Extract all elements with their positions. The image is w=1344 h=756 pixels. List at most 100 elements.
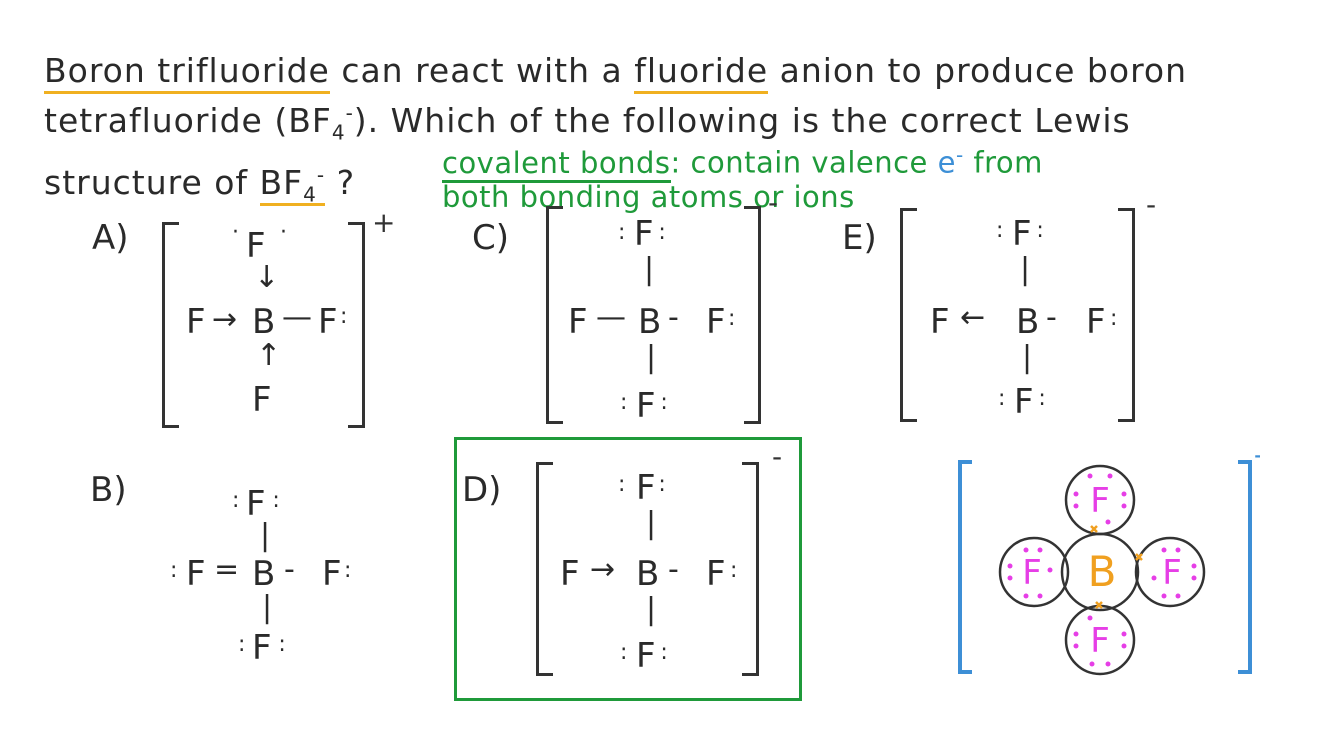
boron-electron-crosses — [1090, 525, 1143, 609]
note-fragment: : contain valence — [670, 145, 938, 180]
lone-pair-dots: : : — [238, 632, 287, 657]
right-bracket — [348, 222, 365, 428]
fluorine-atom: F — [252, 628, 272, 668]
note-term: covalent bonds — [442, 145, 671, 183]
question-fragment: tetrafluoride (BF — [44, 101, 332, 140]
fluorine-atom: F — [1090, 621, 1110, 661]
lone-pair-dots: : — [340, 304, 349, 329]
boron-atom: B — [252, 302, 276, 342]
boron-atom: B — [1016, 302, 1040, 342]
charge-sign: - — [768, 186, 779, 219]
dative-bond-arrow: ↓ — [254, 260, 280, 295]
boron-atom: B — [636, 554, 660, 594]
fluorine-atom: F — [930, 302, 950, 342]
single-bond: | — [646, 506, 657, 541]
double-bond: = — [214, 552, 240, 587]
lone-pair-dots: : — [728, 306, 737, 331]
lone-pair-dots: : — [170, 558, 179, 583]
single-bond: — — [596, 300, 626, 335]
formula-text: BF — [259, 162, 304, 202]
option-b-label: B) — [90, 470, 127, 510]
term-bf4: BF4- — [259, 162, 326, 207]
fluorine-atom: F — [252, 380, 272, 420]
fluorine-atom: F — [560, 554, 580, 594]
option-e-label: E) — [842, 218, 877, 258]
option-d-label: D) — [462, 470, 502, 510]
right-bracket — [742, 462, 759, 676]
electron-symbol: e — [937, 145, 956, 180]
right-bracket — [1118, 208, 1135, 422]
fluorine-atom: F — [246, 226, 266, 266]
fluorine-atom: F — [1090, 481, 1110, 521]
fluorine-atom: F — [636, 636, 656, 676]
dative-bond-arrow: ← — [960, 300, 986, 335]
right-bracket — [1238, 460, 1252, 674]
single-bond: | — [1022, 340, 1033, 375]
left-bracket — [536, 462, 553, 676]
single-bond: | — [260, 518, 271, 553]
fluorine-atom: F — [636, 468, 656, 508]
option-c-label: C) — [472, 218, 510, 258]
lone-pair-dots: : : — [232, 488, 281, 513]
lone-pair-dots: : : — [620, 390, 669, 415]
note-fragment: from — [963, 145, 1043, 180]
lone-pair-dots: : : — [618, 472, 667, 497]
fluorine-orbital-circle — [1134, 536, 1206, 608]
correct-answer-box — [454, 437, 802, 701]
single-bond: — — [282, 300, 312, 335]
note-line-2: both bonding atoms or ions — [442, 179, 855, 214]
fluorine-atom: F — [706, 302, 726, 342]
single-bond: | — [646, 340, 657, 375]
question-fragment: can react with a — [329, 51, 635, 90]
lone-pair-dots: : — [344, 558, 353, 583]
option-a-label: A) — [92, 218, 129, 258]
single-bond: | — [262, 590, 273, 625]
term-fluoride: fluoride — [634, 51, 769, 94]
single-bond: - — [668, 300, 679, 335]
subscript: 4 — [331, 120, 346, 145]
fluorine-atom: F — [1086, 302, 1106, 342]
question-fragment: ? — [325, 162, 356, 202]
single-bond: | — [646, 592, 657, 627]
left-bracket — [162, 222, 179, 428]
lone-pair-dots: · · — [232, 220, 288, 245]
orbital-overlap-diagram: - F F B F F — [958, 450, 1260, 676]
left-bracket — [900, 208, 917, 422]
charge-sign: - — [772, 440, 783, 473]
boron-atom: B — [252, 554, 276, 594]
superscript: - — [345, 101, 354, 125]
subscript: 4 — [303, 182, 317, 207]
single-bond: - — [668, 552, 679, 587]
question-fragment: structure of — [44, 162, 260, 202]
fluorine-atom: F — [322, 554, 342, 594]
left-bracket — [546, 206, 563, 424]
charge-sign: + — [372, 206, 396, 239]
lone-pair-dots: : : — [996, 218, 1045, 243]
question-line-1: Boron trifluoride can react with a fluor… — [44, 50, 1284, 94]
left-bracket — [958, 460, 972, 674]
question-fragment: ). Which of the following is the correct… — [353, 101, 1131, 140]
fluorine-atom: F — [246, 484, 266, 524]
fluorine-orbital-circle — [998, 536, 1070, 608]
question-fragment: anion to produce boron — [768, 51, 1188, 90]
question-line-3: structure of BF4- ? — [44, 154, 1284, 216]
lone-pair-dots: : — [730, 558, 739, 583]
fluorine-atom: F — [706, 554, 726, 594]
fluorine-atom: F — [186, 302, 206, 342]
lone-pair-dots: : : — [618, 220, 667, 245]
boron-atom: B — [1088, 547, 1117, 596]
question-text: Boron trifluoride can react with a fluor… — [44, 50, 1284, 215]
charge-sign: - — [1254, 450, 1260, 471]
electron-charge: - — [955, 143, 964, 167]
fluorine-atom: F — [1012, 214, 1032, 254]
lone-pair-dots: : : — [998, 386, 1047, 411]
single-bond: | — [644, 252, 655, 287]
lone-pair-dots: : — [1110, 306, 1119, 331]
fluorine-atom: F — [568, 302, 588, 342]
question-line-2: tetrafluoride (BF4-). Which of the follo… — [44, 92, 1284, 154]
boron-orbital-circle — [1060, 532, 1140, 612]
dative-bond-arrow: → — [212, 302, 238, 337]
lone-pair-dots: : : — [620, 640, 669, 665]
dative-bond-arrow: → — [590, 552, 616, 587]
covalent-bond-note: covalent bonds: contain valence e- from … — [442, 138, 1043, 214]
